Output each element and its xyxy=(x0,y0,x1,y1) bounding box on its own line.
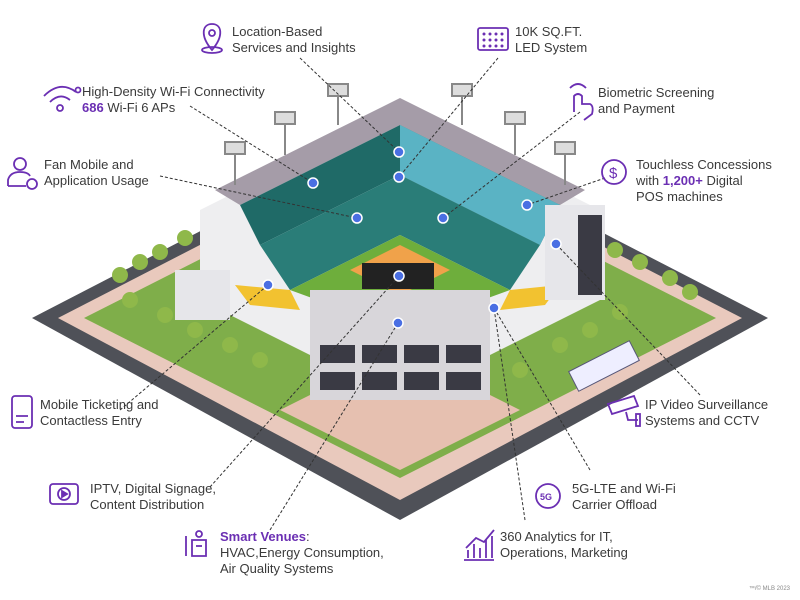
label-line: with xyxy=(636,173,663,188)
play-screen-icon xyxy=(49,483,79,505)
label-line: LED System xyxy=(515,40,588,55)
5g-icon-text: 5G xyxy=(540,492,552,502)
copyright: ™/© MLB 2023 xyxy=(748,586,790,592)
label-ip-video-surveillance: IP Video Surveillance Systems and CCTV xyxy=(645,397,768,429)
cctv-camera-icon xyxy=(606,394,641,427)
network-dot xyxy=(437,212,449,224)
light-towers xyxy=(224,83,576,185)
label-fan-mobile-usage: Fan Mobile and Application Usage xyxy=(44,157,149,189)
label-line: Systems and CCTV xyxy=(645,413,760,428)
label-wifi-connectivity: High-Density Wi-Fi Connectivity 686 Wi-F… xyxy=(82,84,265,116)
mobile-ticket-icon xyxy=(11,395,33,429)
label-line: IP Video Surveillance xyxy=(645,397,769,412)
yellow-seats-left xyxy=(235,285,300,310)
label-location-based-services: Location-Based Services and Insights xyxy=(232,24,356,56)
label-line: Wi-Fi 6 APs xyxy=(103,100,176,115)
label-line: Fan Mobile and xyxy=(44,157,134,172)
label-touchless-concessions: Touchless Concessions with 1,200+ Digita… xyxy=(636,157,772,205)
label-line: Carrier Offload xyxy=(572,497,658,512)
label-biometric-screening: Biometric Screening and Payment xyxy=(598,85,714,117)
label-line: HVAC,Energy Consumption, xyxy=(220,545,384,560)
label-line: Location-Based xyxy=(232,24,323,39)
label-line: IPTV, Digital Signage, xyxy=(90,481,216,496)
network-dot xyxy=(351,212,363,224)
leader-lines xyxy=(119,57,701,531)
label-line: Air Quality Systems xyxy=(220,561,334,576)
label-line: POS machines xyxy=(636,189,723,204)
label-line: Digital xyxy=(702,173,743,188)
label-line: 360 Analytics for IT, xyxy=(500,529,613,544)
label-smart-venues: Smart Venues: HVAC,Energy Consumption, A… xyxy=(220,529,384,577)
entrance-windows xyxy=(320,345,481,390)
dollar-coin-icon: $ xyxy=(601,159,627,185)
location-pin-icon xyxy=(201,23,223,54)
label-line: Application Usage xyxy=(44,173,149,188)
network-dot xyxy=(393,171,405,183)
fingerprint-touch-icon xyxy=(569,83,594,121)
label-5g-lte-offload: 5G-LTE and Wi-Fi Carrier Offload xyxy=(572,481,676,513)
roof xyxy=(215,98,585,205)
wifi-icon xyxy=(43,86,82,112)
network-dot xyxy=(393,270,405,282)
label-line: Operations, Marketing xyxy=(500,545,628,560)
svg-text:$: $ xyxy=(609,165,618,182)
label-line: and Payment xyxy=(598,101,675,116)
analytics-chart-icon xyxy=(464,529,495,561)
label-line: Content Distribution xyxy=(90,497,205,512)
label-line: 10K SQ.FT. xyxy=(515,24,583,39)
network-dot xyxy=(521,199,533,211)
network-dot xyxy=(392,317,404,329)
label-led-system: 10K SQ.FT. LED System xyxy=(515,24,587,56)
label-line: : xyxy=(306,529,310,544)
label-line: Services and Insights xyxy=(232,40,356,55)
label-line: High-Density Wi-Fi Connectivity xyxy=(82,84,265,99)
network-dots xyxy=(262,146,562,329)
label-360-analytics: 360 Analytics for IT, Operations, Market… xyxy=(500,529,628,561)
network-dot xyxy=(393,146,405,158)
trees xyxy=(112,230,698,378)
upper-seating-right xyxy=(400,125,560,245)
5g-icon xyxy=(535,483,561,509)
user-check-icon xyxy=(7,157,38,190)
smart-building-icon xyxy=(185,530,207,557)
tower-right-glass xyxy=(578,215,602,295)
tower-left xyxy=(175,270,230,320)
label-line: Touchless Concessions xyxy=(636,157,772,172)
label-mobile-ticketing: Mobile Ticketing and Contactless Entry xyxy=(40,397,159,429)
lower-seating xyxy=(260,175,540,290)
label-line: Biometric Screening xyxy=(598,85,715,100)
led-grid-icon xyxy=(477,27,509,51)
network-dot xyxy=(550,238,562,250)
pos-count: 1,200+ xyxy=(662,173,703,188)
label-line: 5G-LTE and Wi-Fi xyxy=(572,481,676,496)
label-iptv-digital-signage: IPTV, Digital Signage, Content Distribut… xyxy=(90,481,216,513)
network-dot xyxy=(307,177,319,189)
wifi-ap-count: 686 xyxy=(82,100,104,115)
label-line: Contactless Entry xyxy=(40,413,142,428)
smart-venues-title: Smart Venues xyxy=(220,529,306,544)
network-dot xyxy=(262,279,274,291)
bus xyxy=(568,340,640,392)
network-dot xyxy=(488,302,500,314)
label-line: Mobile Ticketing and xyxy=(40,397,159,412)
